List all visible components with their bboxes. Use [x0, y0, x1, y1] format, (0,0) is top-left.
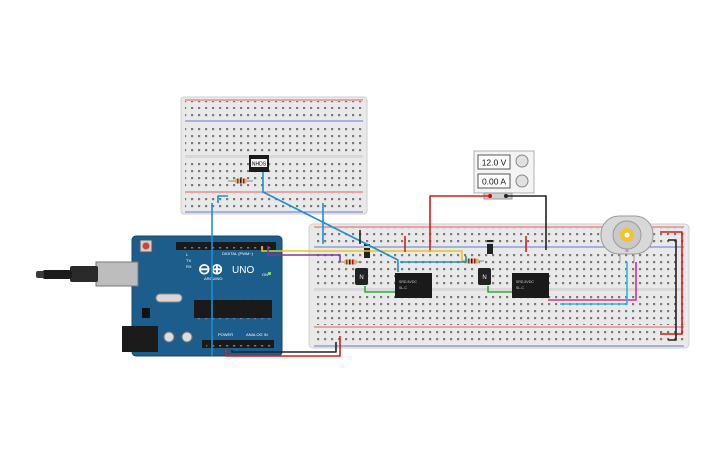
wire-blue-relay2[interactable] — [400, 256, 467, 263]
arduino-brand-mark: ⊖⊕ — [198, 261, 223, 278]
tx-led-label: TX — [186, 258, 191, 263]
voltage-readout: 12.0 V — [482, 158, 507, 168]
wire-sensor-output-blue[interactable] — [262, 172, 399, 272]
wire-supply-positive[interactable] — [429, 195, 490, 252]
relay-1-type: SL-C — [399, 286, 407, 290]
wire-green-2[interactable] — [487, 286, 512, 293]
current-readout: 0.00 A — [482, 177, 506, 187]
board-model-label: UNO — [232, 265, 254, 276]
wire-arduino-purple[interactable] — [267, 246, 341, 262]
relay-2[interactable]: SRD-5VDC SL-C — [512, 273, 549, 298]
relay-2-type: SL-C — [516, 286, 524, 290]
wire-supply-negative[interactable] — [506, 195, 547, 250]
on-led-label: ON — [262, 272, 268, 277]
rx-led-label: RX — [186, 264, 192, 269]
wire-motor-pink[interactable] — [548, 262, 637, 301]
wire-green-1[interactable] — [364, 286, 395, 293]
analog-header-label: ANALOG IN — [246, 332, 268, 337]
flyback-diode-2[interactable] — [487, 240, 493, 254]
digital-header-label: DIGITAL (PWM~) — [222, 251, 254, 256]
wires — [211, 172, 683, 357]
sensor-chip[interactable]: NHDS — [249, 155, 269, 172]
wire-motor-cyan[interactable] — [560, 262, 628, 305]
wire-arduino-yellow[interactable] — [261, 246, 463, 261]
arduino-uno-board[interactable]: ⊖⊕ UNO ARDUINO DIGITAL (PWM~) TX RX L ON… — [36, 235, 283, 357]
main-breadboard[interactable] — [308, 223, 690, 349]
small-breadboard[interactable] — [180, 96, 368, 215]
usb-port — [95, 261, 139, 287]
relay-1-model: SRD-5VDC — [399, 280, 417, 284]
sensor-chip-label: NHDS — [252, 162, 267, 168]
wire-small-board-gnd[interactable] — [217, 195, 228, 203]
pullup-resistor[interactable] — [228, 178, 253, 184]
l-led-label: L — [186, 252, 189, 257]
power-jack — [122, 326, 158, 352]
power-supply[interactable]: 12.0 V 0.00 A — [473, 150, 535, 200]
transistor-2[interactable]: N — [478, 268, 491, 285]
voltage-knob[interactable] — [515, 154, 529, 168]
dc-motor[interactable]: M — [600, 215, 654, 262]
current-knob[interactable] — [515, 174, 529, 188]
wire-arduino-gnd[interactable] — [231, 342, 337, 353]
transistor-1[interactable]: N — [355, 268, 368, 285]
transistor-2-label: N — [482, 275, 486, 281]
transistor-1-label: N — [359, 275, 363, 281]
base-resistor-1[interactable] — [340, 259, 362, 265]
arduino-brand-text: ARDUINO — [204, 276, 222, 281]
wire-right-rail-black[interactable] — [668, 239, 677, 341]
wire-right-rail-red[interactable] — [660, 231, 683, 335]
relay-1[interactable]: SRD-5VDC SL-C — [395, 273, 432, 298]
motor-label: M — [626, 249, 629, 253]
wire-arduino-5v[interactable] — [225, 336, 341, 357]
relay-2-model: SRD-5VDC — [516, 280, 534, 284]
atmega-chip — [194, 300, 272, 318]
power-header-label: POWER — [218, 332, 233, 337]
